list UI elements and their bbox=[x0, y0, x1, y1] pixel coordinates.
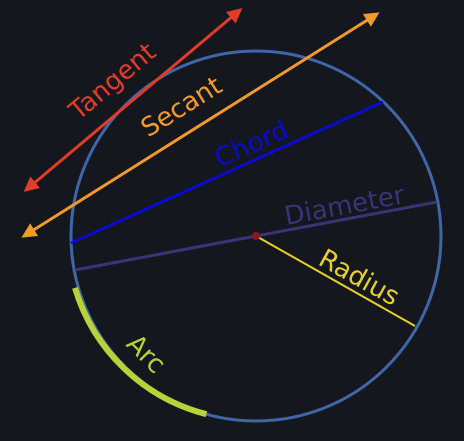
chord-label: Chord bbox=[210, 115, 293, 174]
chord-line bbox=[70, 100, 384, 245]
arc-segment bbox=[72, 287, 208, 418]
radius-line bbox=[255, 235, 416, 327]
diameter-label: Diameter bbox=[282, 180, 407, 232]
secant-label: Secant bbox=[136, 71, 228, 144]
center-point bbox=[252, 232, 260, 240]
radius-label: Radius bbox=[313, 244, 404, 313]
secant-line bbox=[21, 12, 380, 238]
